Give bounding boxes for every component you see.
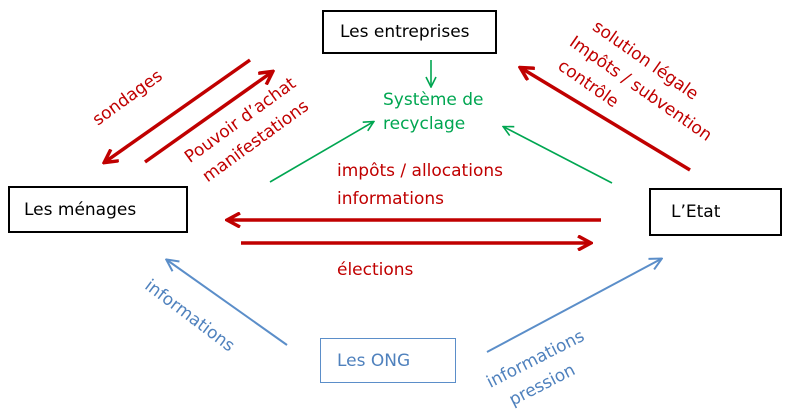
node-etat-label: L’Etat (671, 202, 721, 222)
node-entreprises: Les entreprises (322, 10, 497, 54)
node-menages: Les ménages (8, 186, 188, 233)
recyclage-line1: Système de (383, 90, 484, 110)
label-elections: élections (337, 260, 414, 280)
arrow-ong-to-menages (167, 260, 288, 346)
recyclage-line2: recyclage (383, 114, 466, 134)
arrow-etat-to-recyclage (504, 127, 613, 184)
arrow-menages-to-entreprises (143, 72, 272, 164)
node-entreprises-label: Les entreprises (340, 22, 470, 42)
arrow-ong-to-etat (486, 259, 661, 353)
arrow-entreprises-to-menages (105, 58, 252, 162)
impots-line2: informations (337, 189, 444, 209)
node-menages-label: Les ménages (24, 199, 137, 220)
impots-line1: impôts / allocations (337, 161, 503, 181)
node-ong-label: Les ONG (337, 350, 411, 371)
node-recyclage: Système de recyclage (383, 88, 484, 136)
node-etat: L’Etat (649, 188, 782, 236)
arrow-etat-to-entreprises (521, 68, 691, 172)
arrow-menages-to-recyclage (269, 122, 373, 183)
node-ong: Les ONG (320, 338, 456, 383)
label-impots-allocations: impôts / allocations informations (337, 157, 503, 213)
